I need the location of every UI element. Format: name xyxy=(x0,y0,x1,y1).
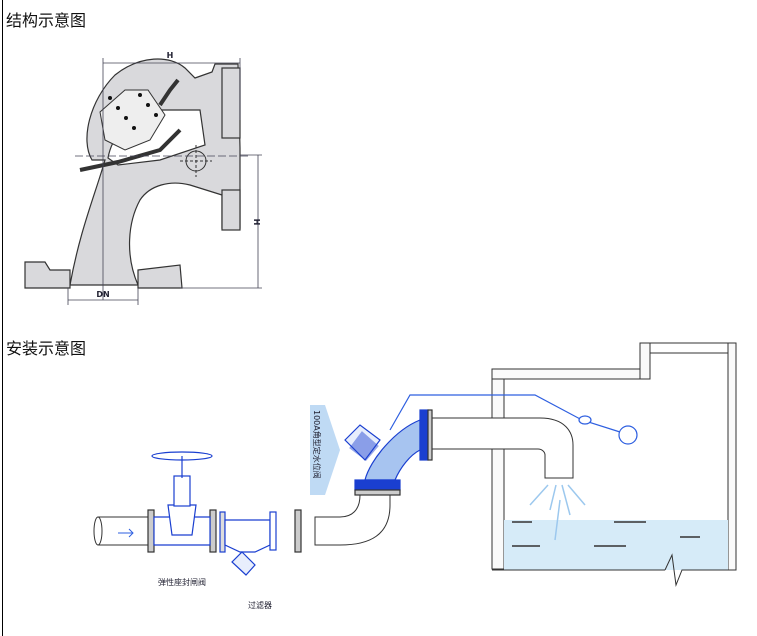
dimension-label-dn: DN xyxy=(96,290,109,299)
dimension-label-h-side: H xyxy=(252,219,261,226)
bolt-dots xyxy=(108,93,158,130)
level-control-valve xyxy=(344,409,433,496)
valve-banner-label: 100A角型定水位阀 xyxy=(312,410,322,479)
structure-diagram-heading: 结构示意图 xyxy=(6,11,87,30)
water-spray xyxy=(529,484,586,541)
inlet-pipe xyxy=(93,494,391,546)
page-left-border xyxy=(2,0,3,636)
strainer-label: 过滤器 xyxy=(248,600,272,610)
outlet-pipe xyxy=(429,417,574,479)
gate-valve-label: 弹性座封闸阀 xyxy=(158,577,206,587)
installation-diagram-heading: 安装示意图 xyxy=(6,339,87,358)
center-hole-symbol xyxy=(180,145,212,177)
dimension-label-h-top: H xyxy=(167,51,174,60)
strainer xyxy=(219,509,302,576)
gate-valve xyxy=(147,451,217,553)
valve-banner: 100A角型定水位阀 xyxy=(310,405,340,495)
flow-arrow-blue xyxy=(118,528,134,538)
dimension-lines xyxy=(67,58,262,305)
float-linkage xyxy=(389,394,638,445)
water-tank xyxy=(491,342,737,587)
